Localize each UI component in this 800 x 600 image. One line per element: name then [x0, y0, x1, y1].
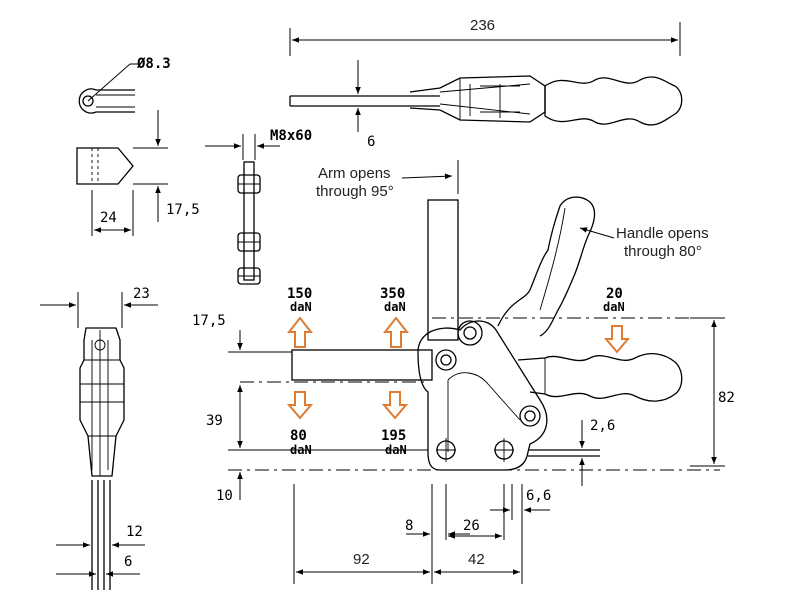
dim-side-bottom-thickness: 6 [124, 554, 132, 570]
dim-tip-width: 24 [100, 210, 117, 226]
label-arm-opens-2: through 95° [316, 183, 394, 200]
dim-base-thickness: 10 [216, 488, 233, 504]
top-view: 236 6 [289, 17, 683, 150]
label-handle-opens-1: Handle opens [616, 225, 709, 242]
force-handle-unit: daN [603, 300, 625, 314]
dim-hole-offset: 8 [405, 518, 413, 534]
dim-overall-length: 236 [470, 17, 495, 34]
tip-detail: Ø8.3 17,5 24 [76, 56, 200, 236]
bolt-detail: M8x60 [205, 128, 312, 285]
dim-base-gap: 2,6 [590, 418, 615, 434]
dim-arm-to-base: 39 [206, 413, 223, 429]
dim-hole-spacing: 26 [463, 518, 480, 534]
arrow-down-handle-icon [603, 325, 631, 354]
dim-arm-thickness: 6 [367, 134, 375, 150]
force-up-left-unit: daN [290, 300, 312, 314]
side-view: 23 12 6 [40, 286, 158, 590]
force-handle-value: 20 [606, 286, 623, 302]
dim-side-width: 23 [133, 286, 150, 302]
force-up-left-value: 150 [287, 286, 312, 302]
arrow-down-left-icon [286, 391, 314, 420]
force-down-left-unit: daN [290, 443, 312, 457]
label-handle-opens-2: through 80° [624, 243, 702, 260]
force-down-left-value: 80 [290, 428, 307, 444]
arrow-up-right-icon [382, 316, 410, 348]
dim-side-bottom-width: 12 [126, 524, 143, 540]
dim-tip-offset: 17,5 [166, 202, 200, 218]
dim-slot-width: 6,6 [526, 488, 551, 504]
force-down-right-unit: daN [385, 443, 407, 457]
dim-arm-height: 17,5 [192, 313, 226, 329]
dim-total-height: 82 [718, 390, 735, 406]
arrow-down-right-icon [381, 391, 409, 420]
dim-base-length: 42 [468, 551, 485, 568]
force-down-right-value: 195 [381, 428, 406, 444]
main-view: Arm opens through 95° Handle opens [192, 160, 735, 584]
forces: 150 daN 350 daN 80 daN 195 daN 20 daN [286, 286, 631, 457]
label-arm-opens-1: Arm opens [318, 165, 391, 182]
force-up-right-unit: daN [384, 300, 406, 314]
dim-bolt-thread: M8x60 [270, 128, 312, 144]
arrow-up-left-icon [286, 316, 314, 348]
force-up-right-value: 350 [380, 286, 405, 302]
dim-arm-reach: 92 [353, 551, 370, 568]
dim-hole-diameter: Ø8.3 [136, 56, 171, 72]
